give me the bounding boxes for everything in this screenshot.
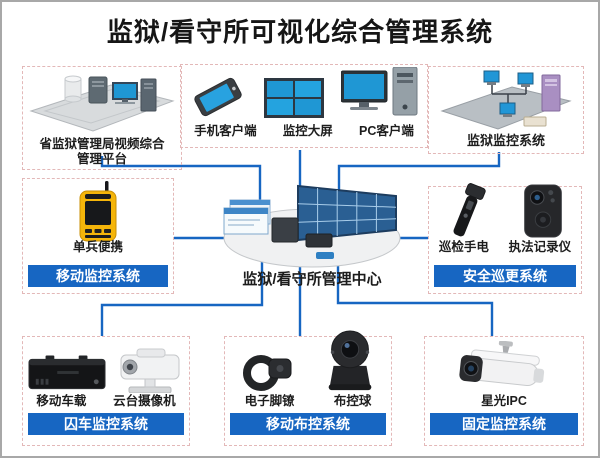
starlight-ipc-label: 星光IPC (481, 394, 527, 408)
management-center-label: 监狱/看守所管理中心 (242, 271, 382, 288)
group-mobile-monitoring: 单兵便携 移动监控系统 (22, 178, 174, 294)
group-provincial-platform: 省监狱管理局视频综合管理平台 (22, 66, 182, 170)
group-clients: 手机客户端 监控大屏 PC客户端 (180, 64, 428, 148)
patrol-labels: 巡检手电 执法记录仪 (429, 236, 581, 255)
monitor-wall-label: 监控大屏 (282, 124, 333, 138)
patrol-flashlight-icon (444, 183, 490, 239)
group-security-patrol: 巡检手电 执法记录仪 安全巡更系统 (428, 183, 582, 294)
handheld-terminal-icon (72, 181, 124, 243)
server-platform-icon (27, 69, 177, 133)
ankle-monitor-icon (239, 347, 295, 393)
body-camera-label: 执法记录仪 (508, 240, 572, 254)
provincial-platform-label: 省监狱管理局视频综合管理平台 (39, 137, 165, 166)
mobile-client-label: 手机客户端 (194, 124, 257, 138)
deploy-ball-camera-icon (322, 329, 378, 393)
video-wall-icon (263, 77, 325, 119)
control-room-icon (220, 178, 404, 270)
bullet-camera-icon (458, 341, 550, 395)
fixed-monitoring-system-bar: 固定监控系统 (430, 413, 578, 435)
client-icons (181, 67, 427, 119)
connector (336, 252, 494, 336)
group-vehicle-monitoring: 移动车载 云台摄像机 囚车监控系统 (22, 336, 190, 446)
page-title: 监狱/看守所可视化综合管理系统 (106, 17, 494, 47)
connector (100, 252, 264, 336)
security-patrol-system-bar: 安全巡更系统 (434, 265, 576, 287)
prison-network-label: 监狱监控系统 (466, 133, 545, 148)
deployment-labels: 电子脚镣 布控球 (225, 390, 391, 409)
group-fixed-monitoring: 星光IPC 固定监控系统 (424, 336, 584, 446)
patrol-icons (429, 183, 581, 239)
client-labels: 手机客户端 监控大屏 PC客户端 (181, 120, 427, 139)
group-prison-network: 监狱监控系统 (428, 66, 584, 154)
ptz-camera-icon (115, 345, 185, 393)
smartphone-icon (189, 75, 247, 119)
lan-network-icon (436, 69, 576, 131)
ankle-monitor-label: 电子脚镣 (244, 394, 295, 408)
vehicle-monitoring-system-bar: 囚车监控系统 (28, 413, 184, 435)
vehicle-dvr-icon (27, 353, 106, 393)
patrol-flashlight-label: 巡检手电 (438, 240, 489, 254)
ptz-camera-label: 云台摄像机 (113, 394, 176, 408)
deployment-icons (225, 330, 391, 393)
portable-device-label: 单兵便携 (72, 240, 123, 254)
body-camera-icon (520, 183, 566, 239)
mobile-deployment-system-bar: 移动布控系统 (230, 413, 386, 435)
mobile-dvr-label: 移动车载 (36, 394, 87, 408)
deploy-ball-label: 布控球 (333, 394, 372, 408)
vehicle-labels: 移动车载 云台摄像机 (23, 390, 189, 409)
desktop-pc-icon (341, 67, 419, 119)
vehicle-icons (23, 345, 189, 393)
group-mobile-deployment: 电子脚镣 布控球 移动布控系统 (224, 330, 392, 446)
pc-client-label: PC客户端 (359, 124, 414, 138)
mobile-monitoring-system-bar: 移动监控系统 (28, 265, 168, 287)
